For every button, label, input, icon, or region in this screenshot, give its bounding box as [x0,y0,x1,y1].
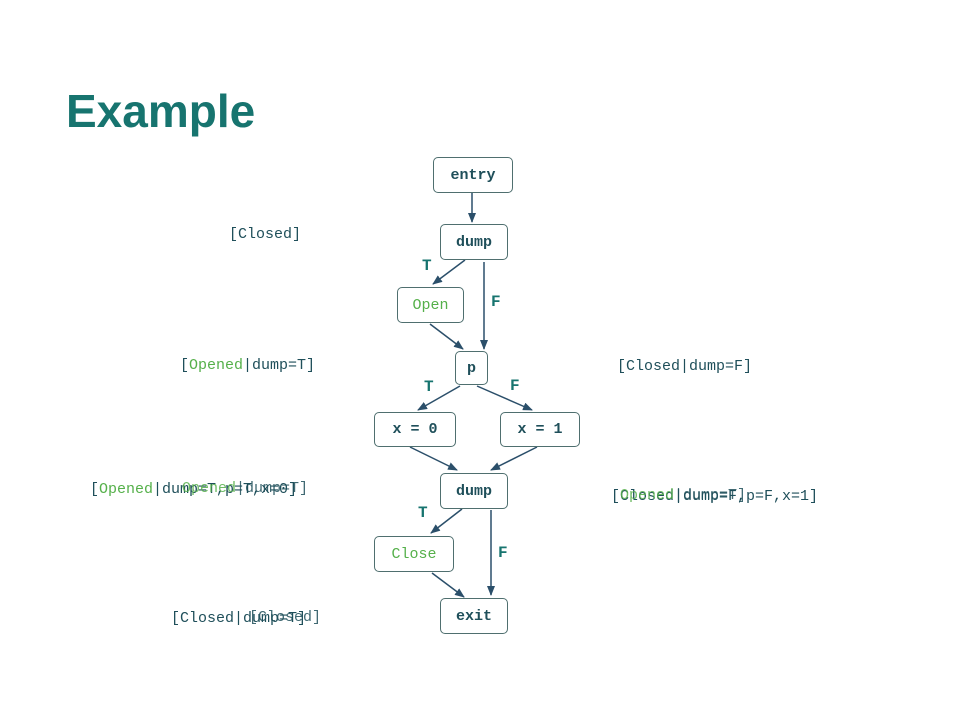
edge-p-x1 [476,385,533,411]
node-dump-1: dump [440,224,508,260]
annotation-opened-dump-t: [Opened|dump=T] [180,358,315,373]
annotation-merged-left-overlay: Opened|dump=T] [182,481,308,496]
node-x1: x = 1 [500,412,580,447]
node-x0: x = 0 [374,412,456,447]
edge-dump-open [432,259,466,285]
annotation-rest: |dump=T] [674,487,747,504]
label-p-false: F [510,377,520,395]
bracket: [ [180,357,190,374]
annotation-rest: |dump=T] [236,480,309,497]
edge-dump-close [430,508,463,534]
annotation-merged-left-base: [Opened|dump=T,p=T,x=0] [90,482,297,497]
annotation-rest: |dump=T] [243,357,316,374]
label-dump1-false: F [491,293,501,311]
node-p: p [455,351,488,385]
label-dump2-false: F [498,544,508,562]
node-close: Close [374,536,454,572]
node-entry: entry [433,157,513,193]
node-dump-2: dump [440,473,508,509]
annotation-closed-dump-f: [Closed|dump=F] [617,359,752,374]
annotation-text: [Closed|dump=F] [617,358,753,375]
label-dump1-true: T [422,257,432,275]
annotation-merged-right-base: [Closed|dump=F,p=F,x=1] [611,489,818,504]
edge-p-x0 [417,385,461,411]
node-open: Open [397,287,464,323]
annotation-text: [Closed] [229,226,302,243]
state-opened: Opened [189,357,244,374]
label-dump2-true: T [418,504,428,522]
annotation-closed-start: [Closed] [229,227,301,242]
annotation-rest: |dump=T,p=T,x=0] [153,481,298,498]
annotation-text: [Closed|dump=F,p=F,x=1] [611,488,819,505]
edge-open-p [429,323,464,350]
edge-x1-dump [490,446,538,471]
node-exit: exit [440,598,508,634]
state-opened: Opened [620,487,675,504]
state-opened: Opened [182,480,237,497]
label-p-true: T [424,378,434,396]
annotation-merged-right-overlay: Opened|dump=T] [620,488,746,503]
annotation-exit-overlay: [Closed] [249,610,321,625]
bracket: [ [90,481,100,498]
annotation-exit-base: [Closed|dump=T] [171,611,306,626]
edge-x0-dump [409,446,458,471]
slide-title: Example [66,85,256,137]
annotation-text: [Closed|dump=T] [171,610,307,627]
state-opened: Opened [99,481,154,498]
annotation-text: [Closed] [249,609,322,626]
edge-close-exit [431,572,465,598]
